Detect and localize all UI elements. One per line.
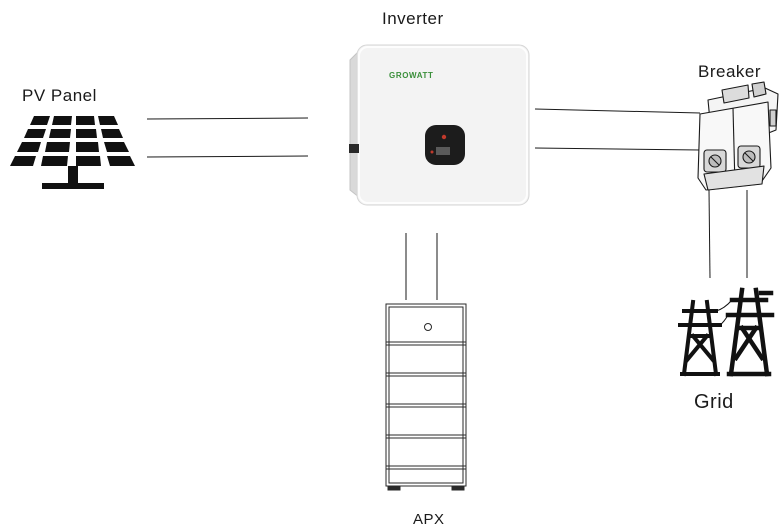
apx-label: APX <box>413 511 445 528</box>
pv-panel-label: PV Panel <box>22 86 97 105</box>
inverter-brand-text: GROWATT <box>389 71 434 80</box>
inverter-to-breaker-line-2 <box>534 147 701 151</box>
connection-lines <box>146 108 748 300</box>
grid-label: Grid <box>694 391 734 413</box>
pv-to-inverter-line-2 <box>146 155 309 158</box>
transmission-tower-icon <box>678 287 775 377</box>
inverter-device-icon <box>349 44 530 206</box>
battery-stack-icon <box>385 303 467 491</box>
circuit-breaker-icon <box>697 81 779 191</box>
inverter-label: Inverter <box>382 9 444 28</box>
pv-to-inverter-line-1 <box>146 117 309 120</box>
breaker-label: Breaker <box>698 62 762 81</box>
solar-panel-icon <box>10 116 135 189</box>
inverter-to-breaker-line-1 <box>534 108 701 114</box>
breaker-to-grid-line-1 <box>708 189 711 279</box>
